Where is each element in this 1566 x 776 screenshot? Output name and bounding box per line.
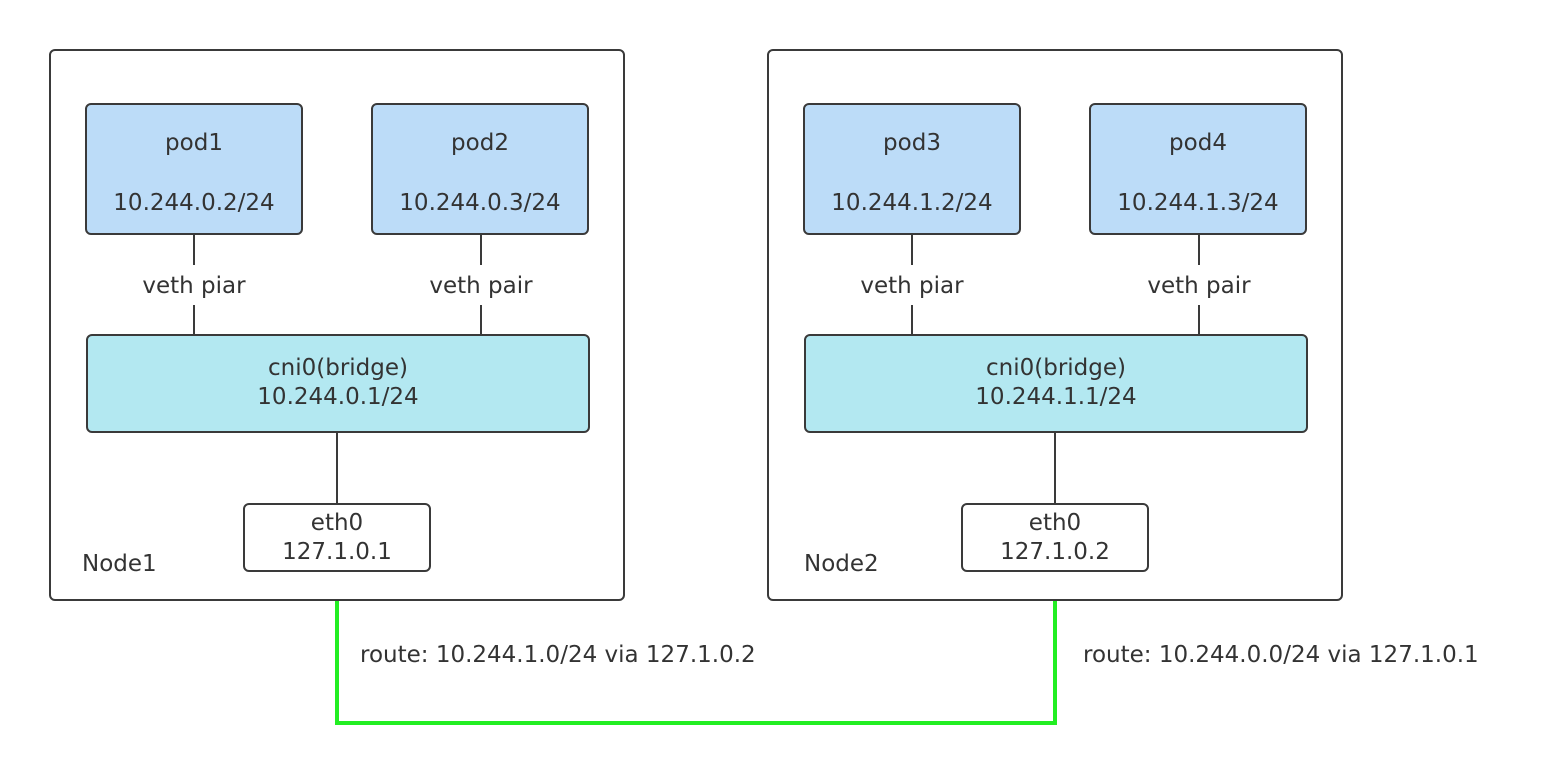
pod3-veth-line-bottom [911, 305, 913, 335]
node2-eth0-ip: 127.1.0.2 [1000, 539, 1110, 565]
pod2-ip: 10.244.0.3/24 [399, 190, 561, 216]
node1-bridge-name: cni0(bridge) [268, 355, 408, 381]
pod1-name: pod1 [165, 130, 223, 156]
pod3-ip: 10.244.1.2/24 [831, 190, 993, 216]
pod1-box: pod1 10.244.0.2/24 [85, 103, 303, 235]
node1-bridge-eth-line [336, 433, 338, 504]
pod1-veth-label: veth piar [142, 273, 246, 299]
node2-eth0-name: eth0 [1028, 510, 1082, 536]
pod4-veth-label: veth pair [1147, 273, 1251, 299]
node2-eth0-box: eth0 127.1.0.2 [961, 503, 1149, 572]
node2-route-label: route: 10.244.0.0/24 via 127.1.0.1 [1083, 642, 1479, 668]
pod1-veth-line-top [193, 235, 195, 265]
pod4-box: pod4 10.244.1.3/24 [1089, 103, 1307, 235]
pod4-name: pod4 [1169, 130, 1227, 156]
pod3-veth-label: veth piar [860, 273, 964, 299]
pod4-veth-line-top [1198, 235, 1200, 265]
pod2-box: pod2 10.244.0.3/24 [371, 103, 589, 235]
pod2-veth-label: veth pair [429, 273, 533, 299]
pod1-ip: 10.244.0.2/24 [113, 190, 275, 216]
route-line [335, 571, 1057, 725]
node1-eth0-name: eth0 [310, 510, 364, 536]
pod3-veth-line-top [911, 235, 913, 265]
node1-bridge-ip: 10.244.0.1/24 [257, 384, 419, 410]
node2-bridge-eth-line [1054, 433, 1056, 504]
node1-eth0-ip: 127.1.0.1 [282, 539, 392, 565]
node1-bridge-box: cni0(bridge) 10.244.0.1/24 [86, 334, 590, 433]
node1-label: Node1 [82, 551, 157, 577]
pod3-box: pod3 10.244.1.2/24 [803, 103, 1021, 235]
node2-bridge-box: cni0(bridge) 10.244.1.1/24 [804, 334, 1308, 433]
node1-eth0-box: eth0 127.1.0.1 [243, 503, 431, 572]
pod2-name: pod2 [451, 130, 509, 156]
node2-bridge-ip: 10.244.1.1/24 [975, 384, 1137, 410]
node1-route-label: route: 10.244.1.0/24 via 127.1.0.2 [360, 642, 756, 668]
node2-label: Node2 [804, 551, 879, 577]
pod3-name: pod3 [883, 130, 941, 156]
pod1-veth-line-bottom [193, 305, 195, 335]
pod2-veth-line-bottom [480, 305, 482, 335]
node2-bridge-name: cni0(bridge) [986, 355, 1126, 381]
pod4-ip: 10.244.1.3/24 [1117, 190, 1279, 216]
pod4-veth-line-bottom [1198, 305, 1200, 335]
pod2-veth-line-top [480, 235, 482, 265]
